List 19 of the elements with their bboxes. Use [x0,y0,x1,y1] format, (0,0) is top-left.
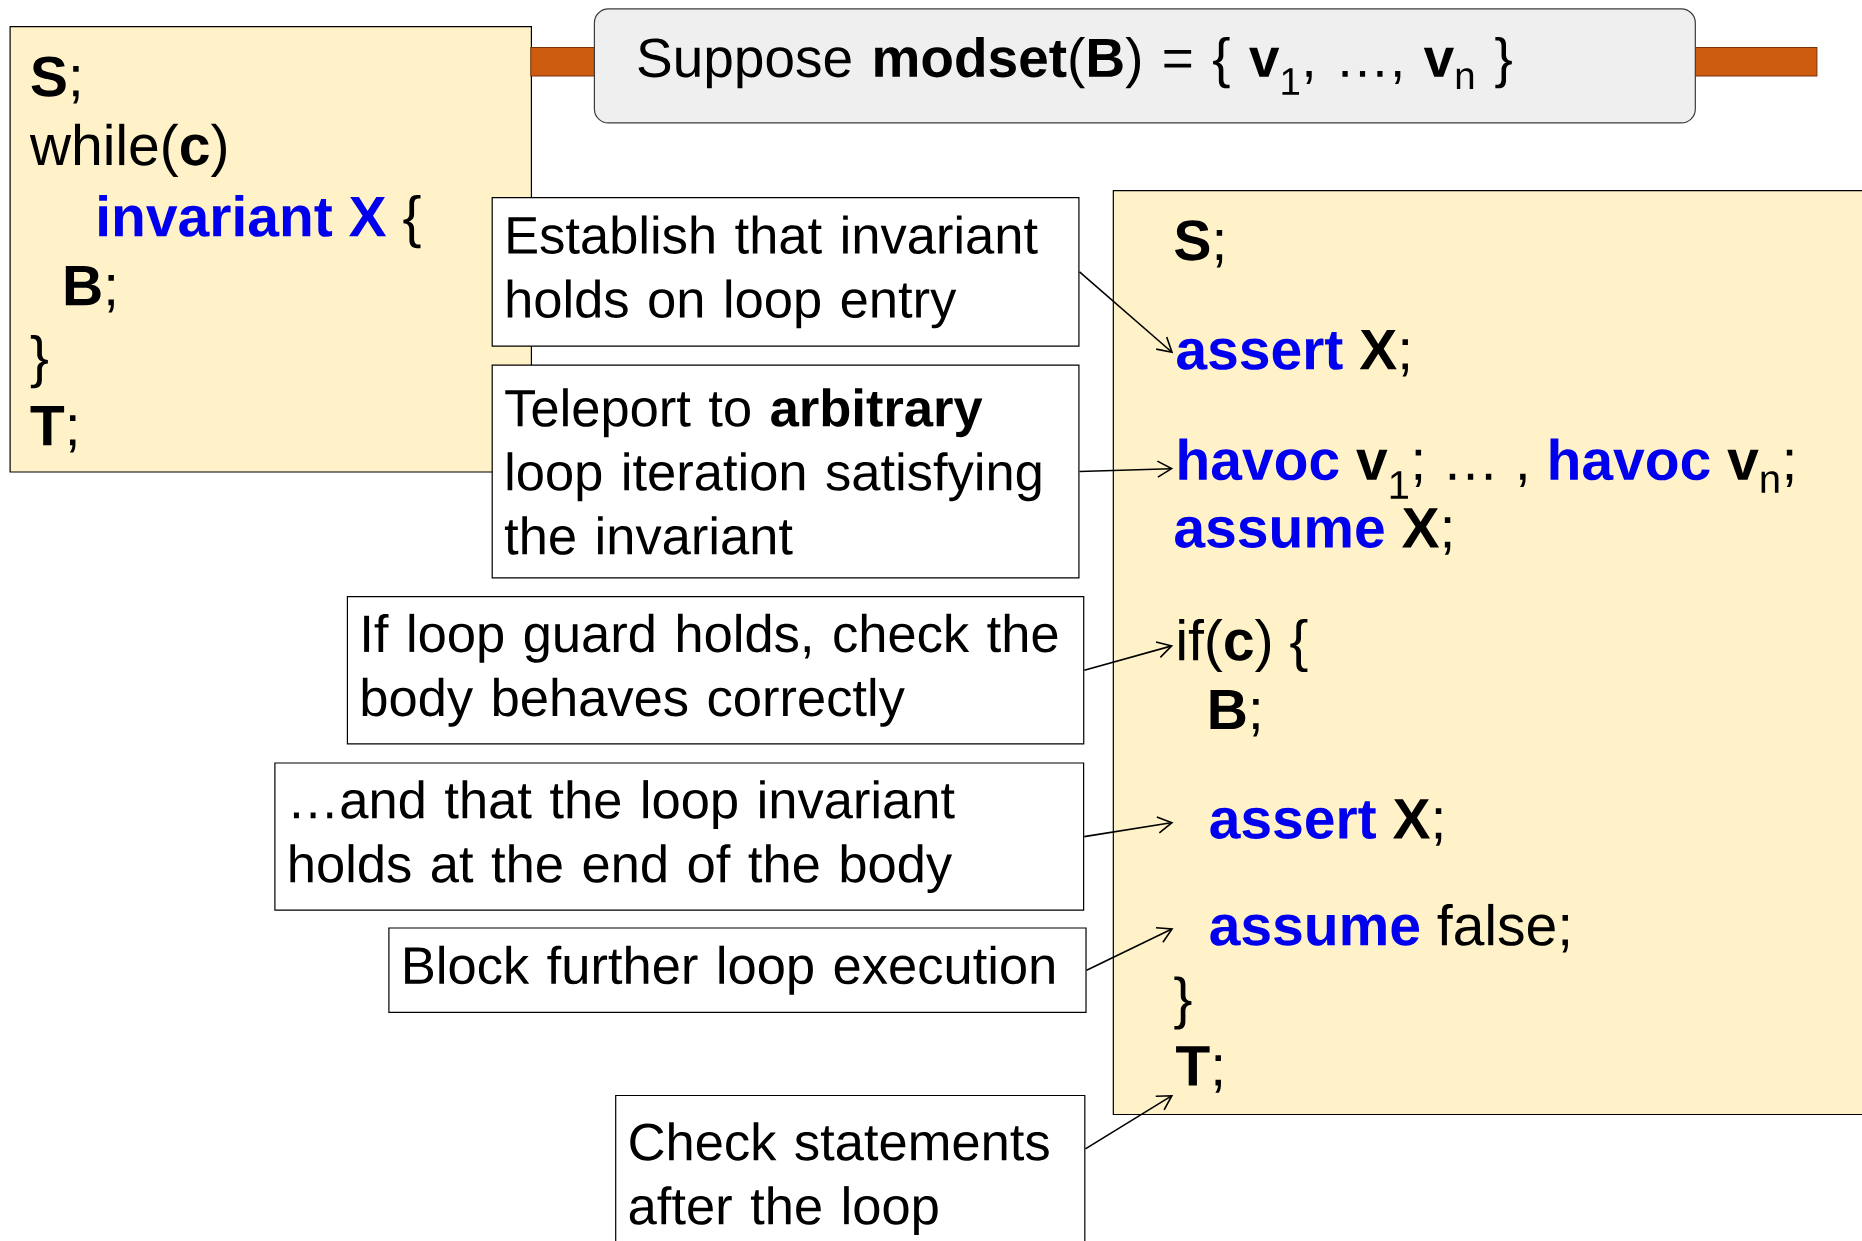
callout-box: Establish that invariant holds on loop entry [491,197,1080,347]
heading-box: Suppose modset(B) = { v$_{1}$, …, v$_{n}$ } [593,8,1696,124]
code-line: assert X; [1210,799,1442,846]
code-line: assert X; [1177,330,1408,377]
arrow [1085,927,1174,971]
code-line: T; [1176,1046,1221,1093]
arrow [1083,816,1174,838]
arrow [1078,460,1174,478]
callout-box: If loop guard holds, check the body behaves correctly [346,596,1085,745]
callout-box: Block further loop execution [388,927,1087,1013]
arrow [1083,641,1174,672]
callout-box: Check statements after the loop [615,1094,1086,1241]
callout-box: …and that the loop invariant holds at the end of the body [274,762,1085,911]
code-line: havoc v$_{1}$; … , havoc v$_{n}$; [1179,438,1793,499]
arrow [1084,1094,1174,1150]
code-line: assume false; [1210,903,1568,953]
arrow [1078,271,1174,354]
callout-box: Teleport to arbitrary loop iteration satisfying the invariant [491,364,1080,579]
code-line: if(c) { [1179,618,1308,673]
